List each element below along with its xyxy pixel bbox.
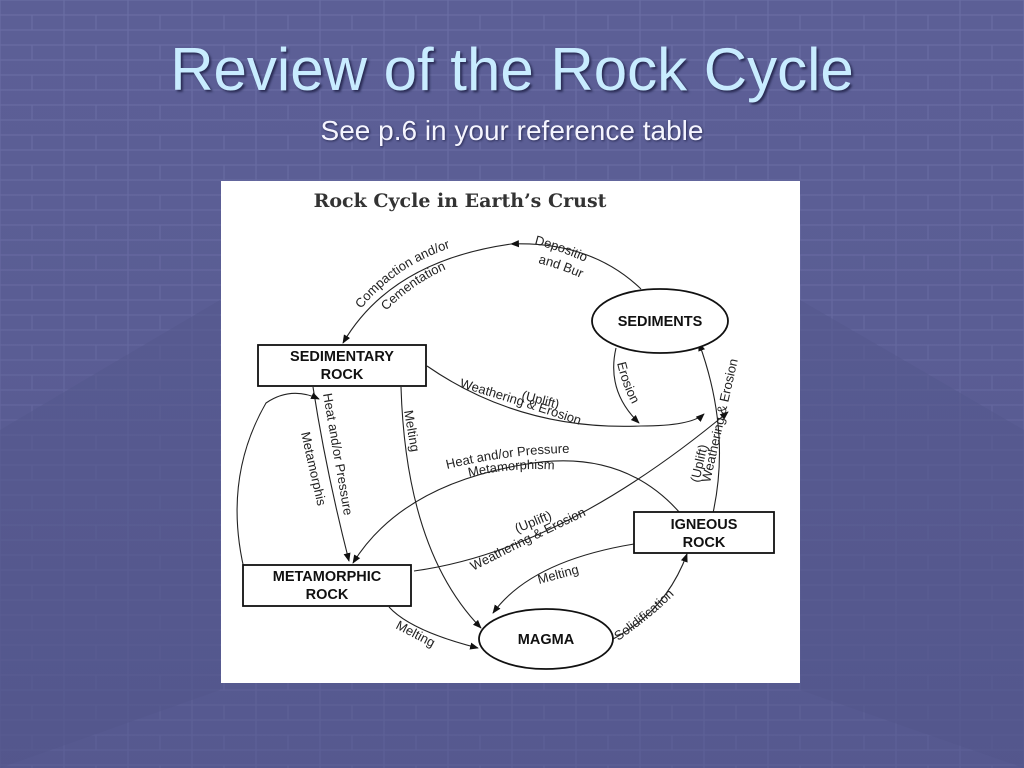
diagram-arrows xyxy=(236,240,729,650)
arrow-sed-melting xyxy=(400,386,482,629)
label-solidification: Solidification xyxy=(611,586,676,643)
node-sedimentary-rock: SEDIMENTARY ROCK xyxy=(257,344,427,387)
arrow-sed-heat xyxy=(312,386,351,562)
slide-subtitle: See p.6 in your reference table xyxy=(320,115,704,146)
rock-cycle-diagram: Rock Cycle in Earth’s Crust SEDIMENTARY … xyxy=(221,181,800,683)
svg-text:SEDIMENTARY: SEDIMENTARY xyxy=(290,349,394,365)
arrow-ign-melting xyxy=(492,543,635,614)
arrow-met-weathering xyxy=(413,411,729,572)
arrow-met-melting xyxy=(388,606,479,650)
arrow-erosion xyxy=(613,347,640,424)
svg-text:METAMORPHIC: METAMORPHIC xyxy=(273,569,382,585)
label-met-melting: Melting xyxy=(394,617,438,650)
arrow-ign-weathering xyxy=(698,342,721,514)
slide-title: Review of the Rock Cycle xyxy=(170,36,854,103)
svg-text:ROCK: ROCK xyxy=(683,535,726,551)
arrow-sed-weathering xyxy=(426,365,705,427)
label-erosion: Erosion xyxy=(614,360,643,406)
svg-text:ROCK: ROCK xyxy=(306,587,349,603)
arrow-deposition xyxy=(510,240,642,290)
label-sed-melting: Melting xyxy=(401,409,423,453)
node-magma: MAGMA xyxy=(478,608,614,670)
arrow-met-return xyxy=(236,392,320,578)
svg-text:SEDIMENTS: SEDIMENTS xyxy=(618,314,703,330)
node-sediments: SEDIMENTS xyxy=(591,288,729,354)
svg-text:MAGMA: MAGMA xyxy=(518,632,575,648)
node-metamorphic-rock: METAMORPHIC ROCK xyxy=(242,564,412,607)
svg-text:IGNEOUS: IGNEOUS xyxy=(671,517,738,533)
node-igneous-rock: IGNEOUS ROCK xyxy=(633,511,775,554)
diagram-title: Rock Cycle in Earth’s Crust xyxy=(314,190,607,212)
svg-text:ROCK: ROCK xyxy=(321,367,364,383)
arrow-compaction xyxy=(342,243,512,344)
label-sed-weathering: Weathering & Erosion xyxy=(458,376,583,428)
arrow-solidification xyxy=(612,553,688,640)
